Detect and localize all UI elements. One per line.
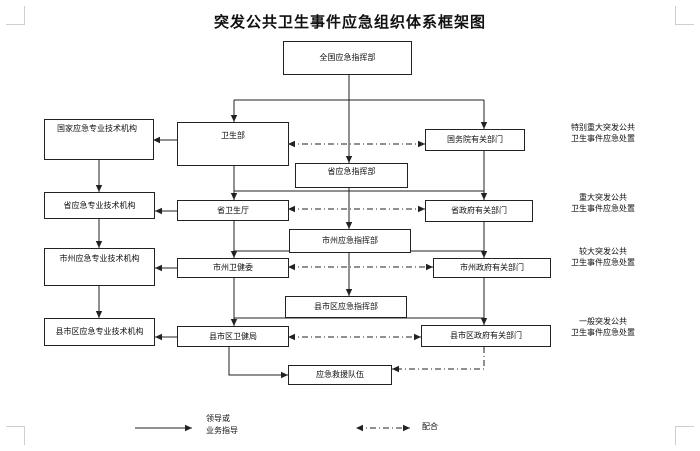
box-city-health: 市州卫健委 (177, 258, 289, 278)
dash-county-depts-to-rescue (392, 347, 485, 373)
box-national-command: 全国应急指挥部 (283, 41, 412, 75)
crop-mark-top-right (675, 6, 694, 25)
level-label-3: 较大突发公共 卫生事件应急处置 (558, 246, 648, 268)
box-county-expert: 县市区应急专业技术机构 (44, 318, 155, 346)
legend-lead-line1: 领导或 (206, 414, 230, 423)
level-label-1-line1: 特别重大突发公共 (571, 123, 635, 132)
box-city-gov-depts: 市州政府有关部门 (433, 258, 551, 278)
box-city-expert: 市州应急专业技术机构 (44, 248, 155, 286)
box-provincial-expert: 省应急专业技术机构 (44, 192, 155, 219)
level-label-2-line1: 重大突发公共 (579, 193, 627, 202)
box-national-expert: 国家应急专业技术机构 (44, 119, 154, 160)
box-county-command: 县市区应急指挥部 (285, 296, 407, 318)
level-label-4-line2: 卫生事件应急处置 (571, 328, 635, 337)
arrow-county-health-to-rescue (228, 347, 288, 379)
level-label-2-line2: 卫生事件应急处置 (571, 204, 635, 213)
level-label-3-line2: 卫生事件应急处置 (571, 258, 635, 267)
box-provincial-health: 省卫生厅 (177, 200, 289, 221)
box-city-command: 市州应急指挥部 (289, 229, 411, 253)
box-state-council-depts: 国务院有关部门 (425, 129, 525, 151)
box-health-ministry: 卫生部 (177, 122, 289, 166)
legend-lead-line2: 业务指导 (206, 426, 238, 435)
box-county-gov-depts: 县市区政府有关部门 (421, 325, 551, 347)
box-provincial-gov-depts: 省政府有关部门 (425, 200, 533, 222)
crop-mark-bottom-left (6, 426, 25, 445)
level-label-1-line2: 卫生事件应急处置 (571, 134, 635, 143)
level-label-3-line1: 较大突发公共 (579, 247, 627, 256)
crop-mark-top-left (6, 6, 25, 25)
box-county-health: 县市区卫健局 (177, 326, 289, 347)
level-label-1: 特别重大突发公共 卫生事件应急处置 (558, 122, 648, 144)
level-label-4-line1: 一般突发公共 (579, 317, 627, 326)
crop-mark-bottom-right (675, 426, 694, 445)
page-title: 突发公共卫生事件应急组织体系框架图 (213, 13, 486, 31)
legend-lead-label: 领导或 业务指导 (206, 413, 238, 437)
box-provincial-command: 省应急指挥部 (295, 163, 408, 188)
level-label-2: 重大突发公共 卫生事件应急处置 (558, 192, 648, 214)
box-rescue-team: 应急救援队伍 (288, 365, 392, 385)
legend-coord-label: 配合 (422, 422, 438, 431)
level-label-4: 一般突发公共 卫生事件应急处置 (558, 316, 648, 338)
